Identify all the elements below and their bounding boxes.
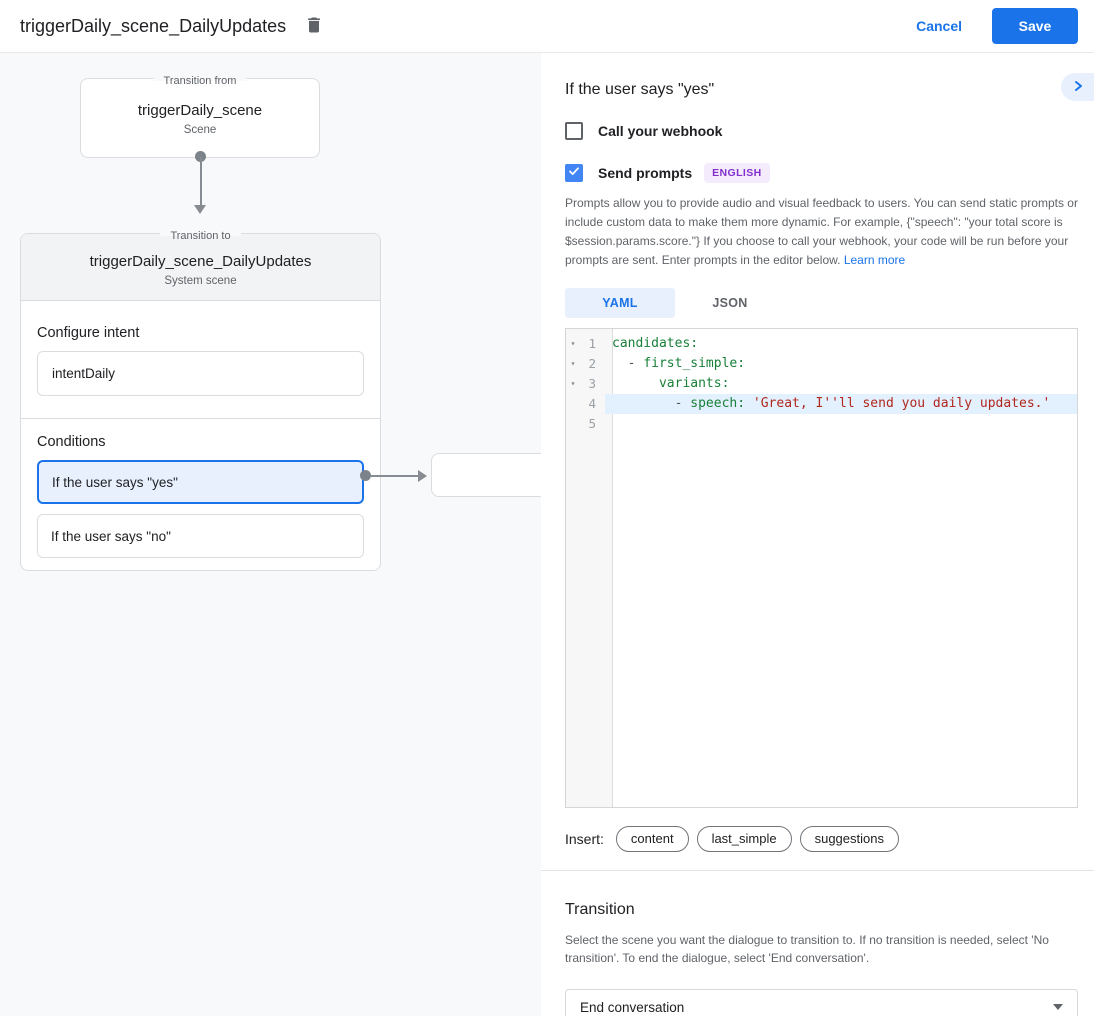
code-line-content: variants:: [612, 375, 730, 391]
prompts-checkbox[interactable]: [565, 164, 583, 182]
webhook-checkbox[interactable]: [565, 122, 583, 140]
connector-dot: [360, 470, 371, 481]
condition-item-yes[interactable]: If the user says "yes": [37, 460, 364, 504]
topbar-actions: Cancel Save: [916, 8, 1078, 44]
line-number: 4: [588, 395, 596, 411]
line-number: 3: [588, 375, 596, 391]
code-line-content: candidates:: [612, 335, 699, 351]
tab-yaml[interactable]: YAML: [565, 287, 675, 318]
condition-label: If the user says "yes": [52, 474, 178, 490]
fold-caret-empty: [566, 394, 580, 414]
from-scene-name: triggerDaily_scene: [137, 102, 263, 119]
webhook-checkbox-label: Call your webhook: [598, 123, 723, 139]
connector-line-horizontal: [370, 475, 419, 477]
panel-divider: [541, 869, 1094, 871]
transition-description: Select the scene you want the dialogue t…: [565, 932, 1049, 966]
checkmark-icon: [567, 164, 581, 183]
prompts-checkbox-row: Send prompts ENGLISH: [565, 163, 1078, 183]
code-line[interactable]: ▾ 2 - first_simple:: [566, 354, 1077, 374]
save-button[interactable]: Save: [992, 8, 1078, 44]
code-editor-lines: ▾ 1 candidates: ▾ 2 - first_simple: ▾ 3 varian…: [566, 329, 1077, 434]
transition-target-node[interactable]: [431, 453, 541, 497]
scene-diagram-canvas: Transition from triggerDaily_scene Scene…: [0, 53, 541, 1016]
language-badge: ENGLISH: [704, 163, 770, 183]
transition-from-legend: Transition from: [81, 71, 319, 89]
insert-row: Insert: content last_simple suggestions: [565, 825, 1078, 852]
learn-more-link[interactable]: Learn more: [843, 252, 906, 267]
transition-heading: Transition: [565, 900, 635, 918]
fold-caret-icon[interactable]: ▾: [570, 378, 576, 388]
code-line-content: - first_simple:: [627, 355, 746, 371]
transition-from-node[interactable]: Transition from triggerDaily_scene Scene: [80, 75, 320, 158]
line-number: 5: [588, 415, 596, 431]
line-number: 1: [588, 335, 596, 351]
scene-node-header[interactable]: triggerDaily_scene_DailyUpdates System s…: [21, 234, 380, 301]
arrow-down-icon: [194, 205, 206, 214]
configure-intent-section: Configure intent intentDaily: [21, 301, 380, 396]
tab-json[interactable]: JSON: [712, 295, 748, 310]
webhook-checkbox-row: Call your webhook: [565, 122, 1078, 140]
from-scene-type: Scene: [183, 124, 217, 136]
caret-down-icon: [1053, 1004, 1063, 1010]
condition-label: If the user says "no": [51, 528, 171, 544]
configure-intent-heading: Configure intent: [37, 325, 140, 341]
insert-content-button[interactable]: content: [615, 825, 689, 852]
fold-caret-icon[interactable]: ▾: [570, 358, 576, 368]
insert-last-simple-button[interactable]: last_simple: [696, 825, 792, 852]
code-line-content: [605, 414, 1077, 434]
insert-label: Insert:: [565, 830, 604, 847]
intent-item[interactable]: intentDaily: [37, 351, 364, 396]
code-line-content: - speech: 'Great, I''ll send you daily u…: [605, 393, 1077, 414]
connector-line-vertical: [200, 157, 202, 205]
to-scene-name: triggerDaily_scene_DailyUpdates: [89, 253, 312, 270]
yaml-code-editor[interactable]: ▾ 1 candidates: ▾ 2 - first_simple: ▾ 3 varian…: [565, 327, 1078, 808]
code-line[interactable]: ▾ 1 candidates:: [566, 334, 1077, 354]
transition-to-node: Transition to triggerDaily_scene_DailyUp…: [20, 230, 381, 571]
top-bar: triggerDaily_scene_DailyUpdates Cancel S…: [0, 0, 1094, 53]
page-title: triggerDaily_scene_DailyUpdates: [20, 15, 287, 36]
cancel-button[interactable]: Cancel: [916, 18, 962, 34]
editor-format-tabs: YAML JSON: [565, 287, 1078, 318]
line-number: 2: [588, 355, 596, 371]
code-line[interactable]: 4 - speech: 'Great, I''ll send you daily…: [566, 393, 1077, 414]
transition-dropdown[interactable]: End conversation: [565, 989, 1078, 1016]
panel-title: If the user says "yes": [565, 81, 715, 98]
fold-caret-empty: [566, 414, 580, 434]
condition-detail-panel: If the user says "yes" Call your webhook…: [541, 53, 1094, 1016]
conditions-heading: Conditions: [37, 434, 106, 450]
section-divider: [21, 418, 380, 419]
collapse-panel-button[interactable]: [1061, 73, 1094, 101]
connector-dot: [195, 151, 206, 162]
condition-item-no[interactable]: If the user says "no": [37, 514, 364, 558]
prompts-description: Prompts allow you to provide audio and v…: [565, 196, 1078, 267]
transition-dropdown-value: End conversation: [580, 999, 685, 1015]
intent-name: intentDaily: [52, 366, 116, 381]
to-scene-type: System scene: [164, 275, 237, 287]
insert-suggestions-button[interactable]: suggestions: [799, 825, 899, 852]
chevron-right-icon: [1071, 79, 1085, 96]
prompts-checkbox-label: Send prompts: [598, 165, 693, 181]
code-line[interactable]: 5: [566, 414, 1077, 434]
conditions-section: Conditions If the user says "yes" If the…: [21, 419, 380, 558]
code-line[interactable]: ▾ 3 variants:: [566, 374, 1077, 394]
trash-icon: [304, 14, 324, 39]
arrow-right-icon: [418, 470, 427, 482]
delete-button[interactable]: [304, 14, 324, 39]
fold-caret-icon[interactable]: ▾: [570, 338, 576, 348]
